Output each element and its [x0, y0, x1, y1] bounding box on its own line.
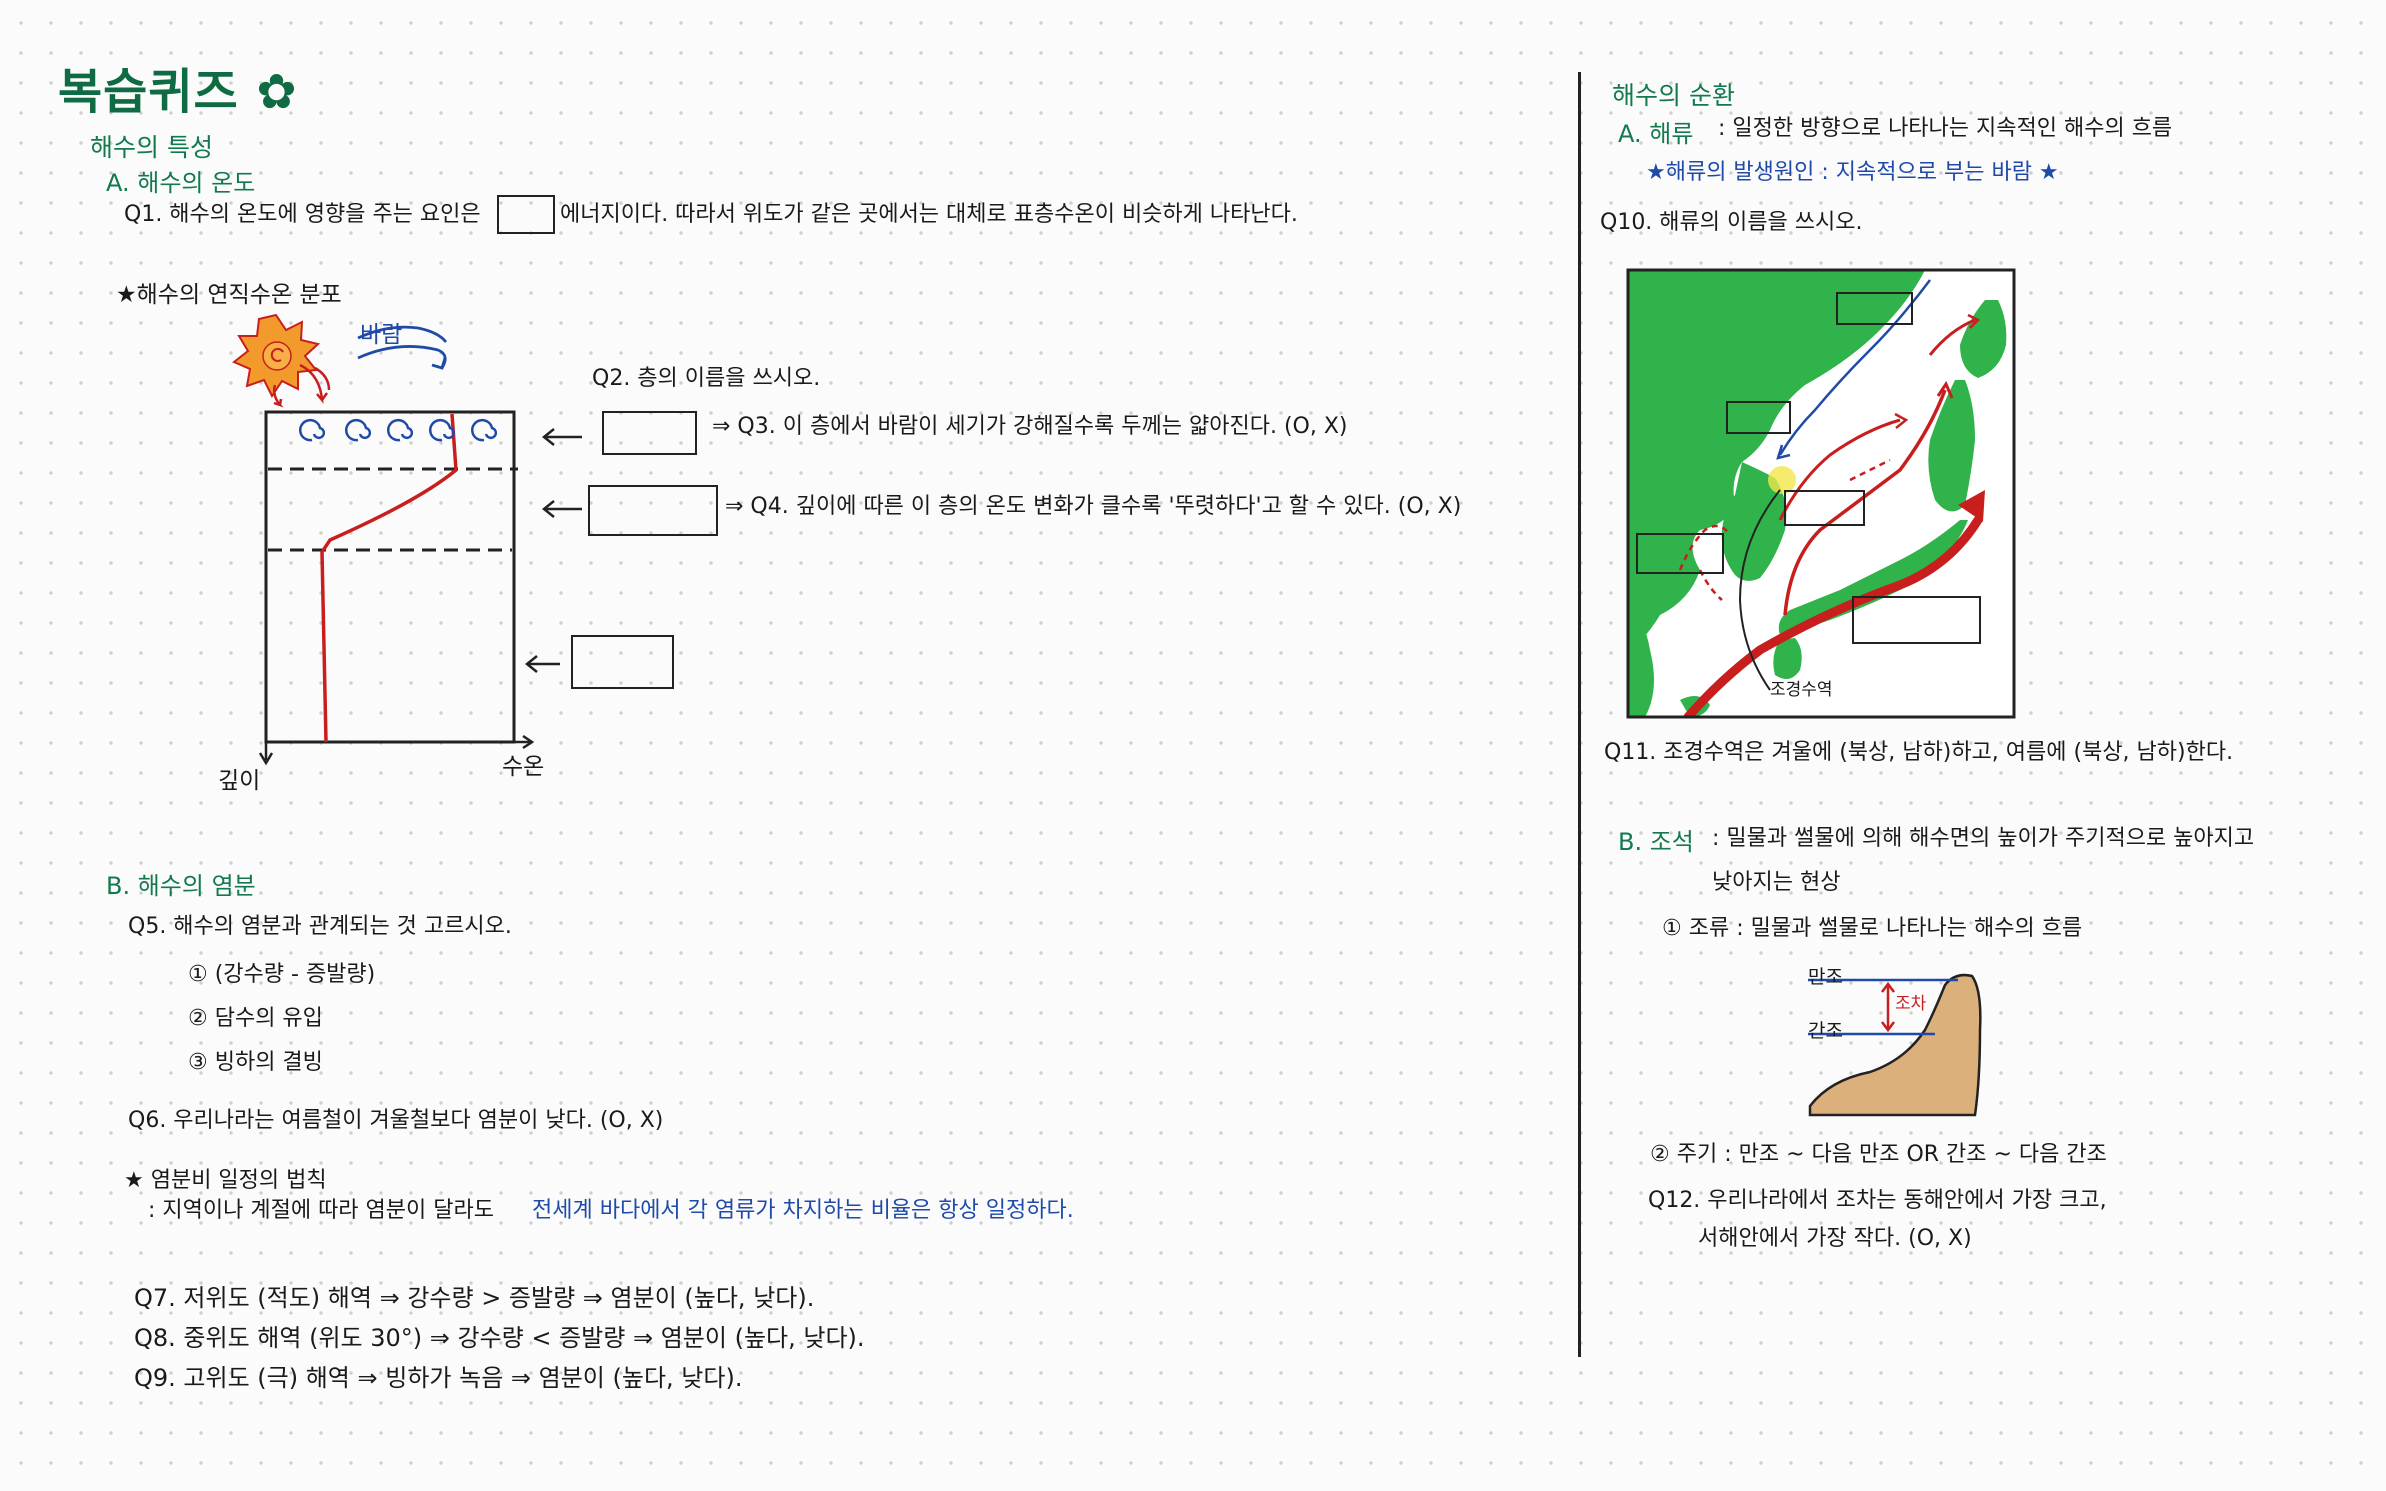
deep-layer-answer-box[interactable]	[571, 635, 674, 689]
q3-text: ⇒ Q3. 이 층에서 바람이 세기가 강해질수록 두께는 얇아진다. (O, …	[712, 414, 1348, 439]
current-definition: : 일정한 방향으로 나타나는 지속적인 해수의 흐름	[1718, 116, 2173, 141]
map-answer-box-1[interactable]	[1836, 292, 1913, 325]
q1-answer-box[interactable]	[497, 195, 555, 234]
section-title-circulation: 해수의 순환	[1612, 81, 1735, 110]
tide-item-current: ① 조류 : 밀물과 썰물로 나타나는 해수의 흐름	[1662, 916, 2083, 941]
tide-definition-line2: 낮아지는 현상	[1712, 870, 1841, 895]
axis-temperature-label: 수온	[502, 754, 545, 780]
tidal-range-label: 조차	[1895, 994, 1927, 1014]
wind-label: 바람	[360, 322, 403, 348]
q11-text: Q11. 조경수역은 겨울에 (북상, 남하)하고, 여름에 (북상, 남하)한…	[1604, 740, 2234, 765]
low-tide-label: 간조	[1808, 1020, 1843, 1042]
q5-option-1: ① (강수량 - 증발량)	[188, 962, 376, 987]
q12-line1: Q12. 우리나라에서 조차는 동해안에서 가장 크고,	[1648, 1188, 2107, 1213]
law-statement: 전세계 바다에서 각 염류가 차지하는 비율은 항상 일정하다.	[532, 1198, 1074, 1223]
thermocline-answer-box[interactable]	[588, 485, 718, 536]
q5-option-3: ③ 빙하의 결빙	[188, 1050, 323, 1075]
q8-text: Q8. 중위도 해역 (위도 30°) ⇒ 강수량 < 증발량 ⇒ 염분이 (높…	[134, 1324, 865, 1352]
high-tide-label: 만조	[1808, 966, 1843, 988]
q12-line2: 서해안에서 가장 작다. (O, X)	[1698, 1226, 1972, 1251]
map-answer-box-3[interactable]	[1784, 490, 1865, 526]
tide-item-period: ② 주기 : 만조 ~ 다음 만조 OR 간조 ~ 다음 간조	[1650, 1142, 2107, 1167]
current-cause: ★해류의 발생원인 : 지속적으로 부는 바람 ★	[1646, 160, 2059, 185]
map-answer-box-4[interactable]	[1636, 533, 1724, 574]
wave-icons	[299, 418, 498, 442]
section-title-characteristics: 해수의 특성	[90, 133, 213, 162]
q5-option-2: ② 담수의 유입	[188, 1006, 323, 1031]
tide-definition-line1: : 밀물과 썰물에 의해 해수면의 높이가 주기적으로 높아지고	[1712, 826, 2255, 851]
axis-depth-label: 깊이	[218, 768, 261, 794]
heading-salinity: B. 해수의 염분	[106, 872, 256, 900]
map-label-confluence: 조경수역	[1770, 680, 1833, 700]
q4-text: ⇒ Q4. 깊이에 따른 이 층의 온도 변화가 클수록 '뚜렷하다'고 할 수…	[725, 494, 1462, 519]
heading-currents: A. 해류	[1618, 120, 1694, 148]
heading-temperature: A. 해수의 온도	[106, 169, 256, 197]
law-title: ★ 염분비 일정의 법칙	[124, 1168, 327, 1193]
map-answer-box-2[interactable]	[1726, 401, 1791, 434]
q6-text: Q6. 우리나라는 여름철이 겨울철보다 염분이 낮다. (O, X)	[128, 1108, 664, 1133]
q7-text: Q7. 저위도 (적도) 해역 ⇒ 강수량 > 증발량 ⇒ 염분이 (높다, 낮…	[134, 1284, 815, 1312]
column-divider	[1578, 72, 1581, 1357]
q2-text: Q2. 층의 이름을 쓰시오.	[592, 366, 821, 391]
vertical-distribution-title: ★해수의 연직수온 분포	[116, 282, 342, 308]
law-prefix: : 지역이나 계절에 따라 염분이 달라도	[148, 1198, 494, 1223]
page-title: 복습퀴즈 ✿	[58, 64, 298, 120]
q1-prefix: Q1. 해수의 온도에 영향을 주는 요인은	[124, 202, 481, 227]
mixed-layer-answer-box[interactable]	[602, 411, 697, 455]
sun-icon	[232, 313, 331, 408]
q10-text: Q10. 해류의 이름을 쓰시오.	[1600, 210, 1863, 235]
q5-text: Q5. 해수의 염분과 관계되는 것 고르시오.	[128, 914, 512, 939]
q9-text: Q9. 고위도 (극) 해역 ⇒ 빙하가 녹음 ⇒ 염분이 (높다, 낮다).	[134, 1364, 743, 1392]
map-answer-box-5[interactable]	[1852, 596, 1981, 644]
heading-tides: B. 조석	[1618, 828, 1694, 856]
q1-suffix: 에너지이다. 따라서 위도가 같은 곳에서는 대체로 표층수온이 비슷하게 나타…	[560, 202, 1298, 227]
